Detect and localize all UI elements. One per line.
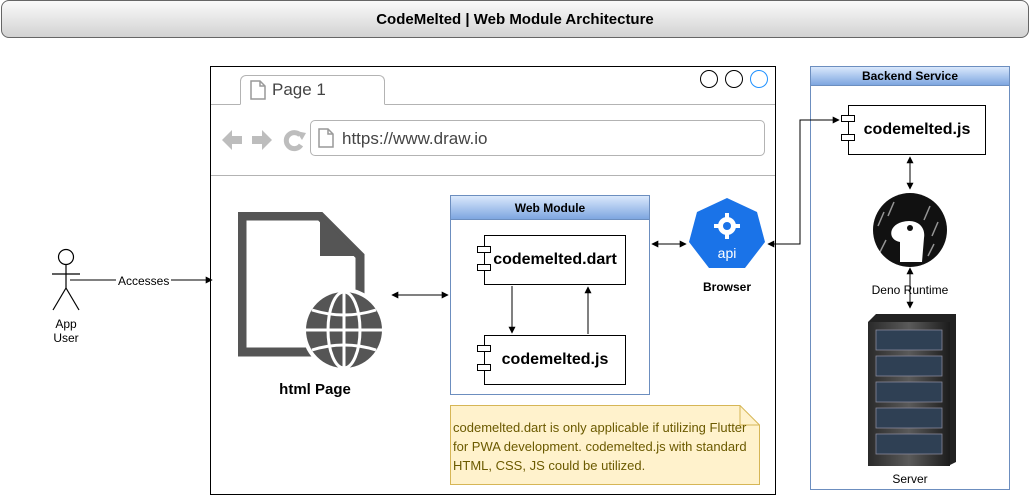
- note-shape: [450, 405, 760, 485]
- window-button-3[interactable]: [750, 70, 768, 88]
- browser-tab-label: Page 1: [272, 80, 326, 99]
- deno-icon: [873, 193, 947, 267]
- refresh-icon: [283, 130, 304, 152]
- codemelted-js-component: codemelted.js: [484, 335, 626, 385]
- component-tab-icon: [477, 264, 491, 271]
- url-bar[interactable]: [310, 120, 765, 156]
- component-tab-icon: [477, 364, 491, 371]
- window-button-1[interactable]: [700, 70, 718, 88]
- component-tab-icon: [841, 115, 855, 122]
- note-text: codemelted.dart is only applicable if ut…: [453, 420, 747, 473]
- html-page-label: html Page: [279, 381, 351, 398]
- browser-label: Browser: [702, 280, 752, 294]
- codemelted-dart-component: codemelted.dart: [484, 235, 626, 285]
- url-page-icon: [318, 128, 334, 148]
- forward-arrow-icon: [252, 130, 272, 150]
- app-user-label-line2: User: [53, 331, 79, 345]
- window-button-2[interactable]: [725, 70, 743, 88]
- page-tab-icon: [250, 80, 266, 100]
- browser-nav-icons: [222, 130, 306, 152]
- html-page-icon: [238, 212, 386, 372]
- app-user-label-line1: App: [55, 317, 77, 331]
- app-user-label: App User: [36, 317, 96, 345]
- app-user-actor-icon: [52, 248, 80, 311]
- accesses-edge-label: Accesses: [116, 274, 172, 288]
- api-icon-text: api: [718, 245, 737, 261]
- tab-strip-divider: [211, 104, 775, 105]
- url-text: https://www.draw.io: [342, 129, 488, 148]
- diagram-title: CodeMelted | Web Module Architecture: [1, 0, 1029, 38]
- backend-codemelted-js-component: codemelted.js: [848, 105, 986, 155]
- backend-service-header: Backend Service: [810, 66, 1010, 86]
- web-module-header: Web Module: [450, 195, 650, 220]
- toolbar-divider: [211, 175, 775, 176]
- browser-to-backend-edge: [767, 116, 840, 248]
- component-tab-icon: [841, 134, 855, 141]
- browser-api-icon: api: [689, 198, 765, 268]
- server-label: Server: [892, 472, 928, 486]
- component-tab-icon: [477, 246, 491, 253]
- component-tab-icon: [477, 345, 491, 352]
- server-icon: [868, 314, 956, 466]
- back-arrow-icon: [222, 130, 242, 150]
